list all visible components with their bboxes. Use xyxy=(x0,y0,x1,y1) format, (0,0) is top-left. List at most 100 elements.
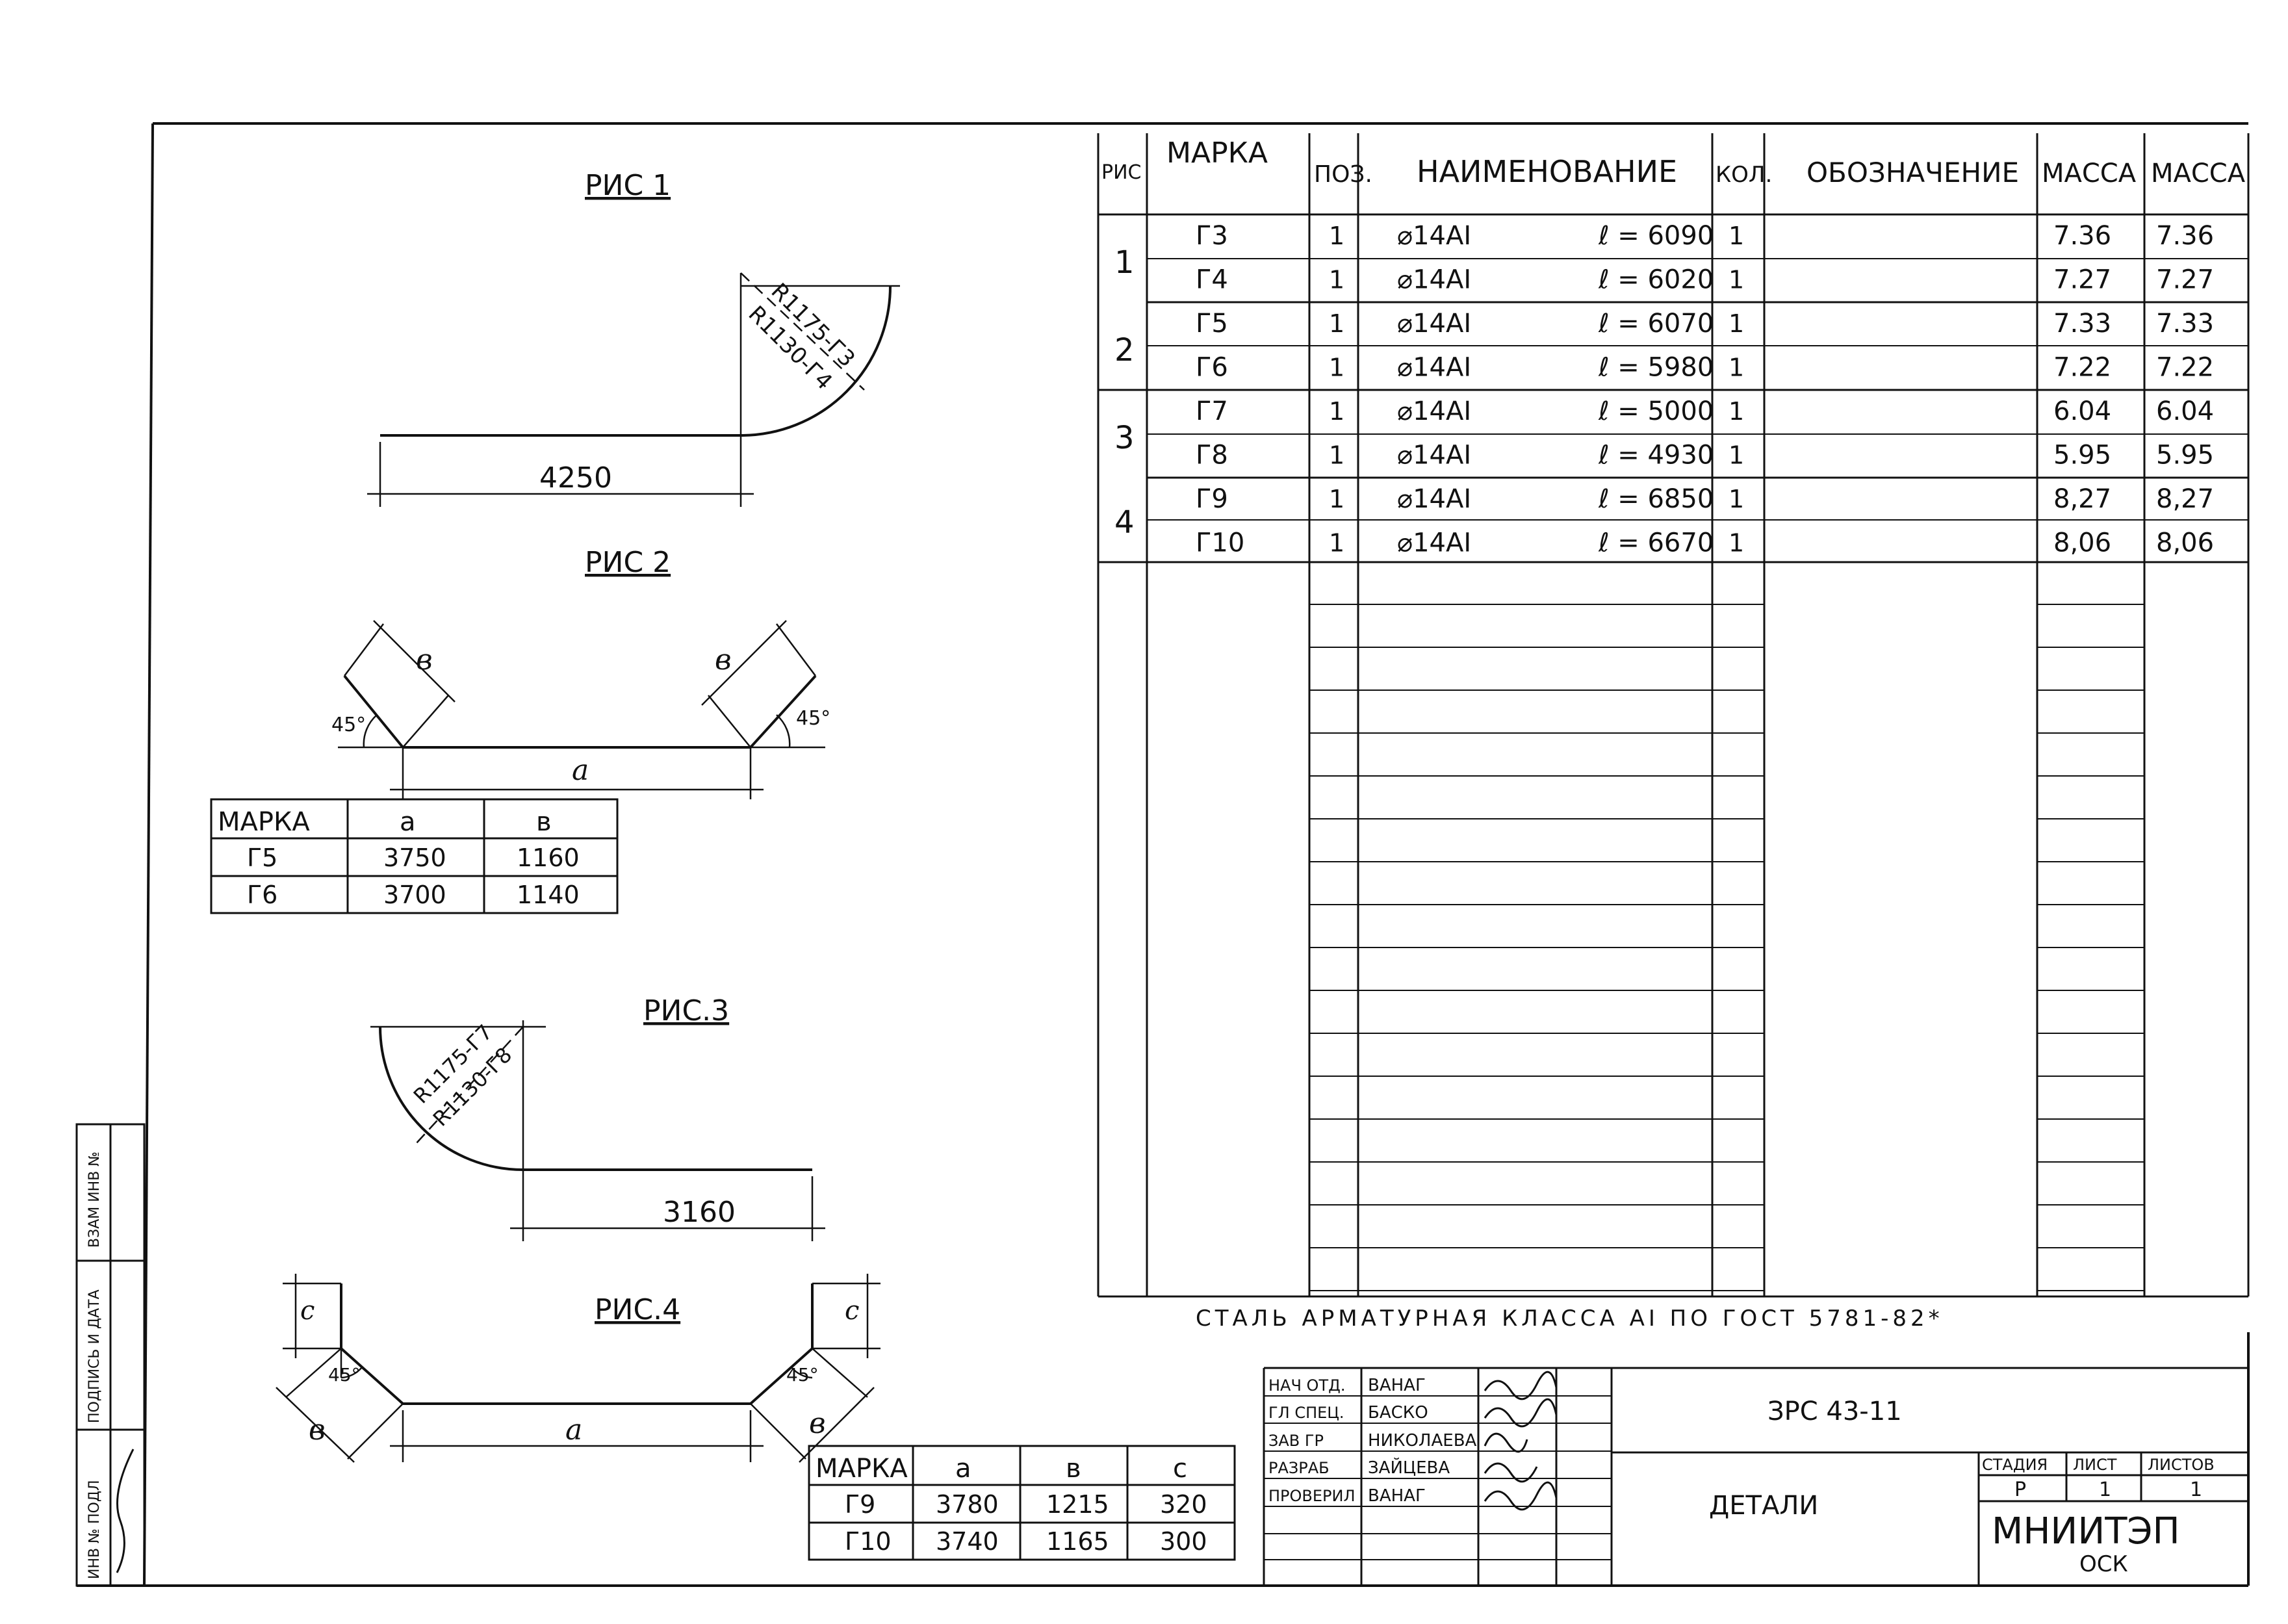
spec-cell-length: ℓ = 6670 xyxy=(1598,528,1714,558)
spec-cell-pos: 1 xyxy=(1329,441,1344,469)
spec-table-grid xyxy=(1097,133,2250,1298)
spec-cell-length: ℓ = 5980 xyxy=(1598,352,1714,382)
tb-sheets: 1 xyxy=(2190,1478,2202,1501)
spec-cell-marka: Г6 xyxy=(1196,352,1228,382)
spec-cell-mass1: 7.27 xyxy=(2053,264,2111,294)
spec-cell-marka: Г9 xyxy=(1196,484,1228,514)
spec-cell-marka: Г8 xyxy=(1196,440,1228,470)
fig4-r1-b: 1215 xyxy=(1046,1490,1109,1519)
side-stamp-vzam: ВЗАМ ИНВ № xyxy=(86,1152,103,1248)
fig4-title: РИС.4 xyxy=(595,1293,680,1326)
spec-cell-mass2: 5.95 xyxy=(2156,440,2214,470)
spec-cell-mass2: 7.36 xyxy=(2156,221,2214,251)
spec-table-minor-rules xyxy=(1147,258,2248,521)
fig4-r2-a: 3740 xyxy=(936,1527,999,1556)
fig2-rebar xyxy=(343,675,817,749)
sheet-frame xyxy=(77,122,2250,1587)
spec-cell-mass2: 8,27 xyxy=(2156,484,2214,514)
spec-cell-mass1: 8,06 xyxy=(2053,528,2111,558)
spec-table-blank-rows xyxy=(1309,604,2144,1291)
fig4-label-b-left: в xyxy=(309,1413,326,1447)
fig4-th-a: a xyxy=(955,1454,971,1484)
fig1-dimensions xyxy=(367,272,900,507)
fig4-table xyxy=(808,1445,1236,1561)
fig4-r1-marka: Г9 xyxy=(845,1490,875,1519)
tb-name-5: ВАНАГ xyxy=(1368,1486,1426,1506)
spec-th-name: НАИМЕНОВАНИЕ xyxy=(1417,154,1677,189)
fig2-r2-b: 1140 xyxy=(517,881,580,909)
tb-stage-label: СТАДИЯ xyxy=(1982,1456,2048,1474)
spec-cell-name: ⌀14АI xyxy=(1397,528,1471,558)
spec-cell-mass1: 8,27 xyxy=(2053,484,2111,514)
spec-cell-marka: Г5 xyxy=(1196,309,1228,339)
spec-note: СТАЛЬ АРМАТУРНАЯ КЛАССА АI ПО ГОСТ 5781-… xyxy=(1196,1306,1944,1332)
fig3-title: РИС.3 xyxy=(643,994,729,1027)
tb-signatures xyxy=(1484,1371,1558,1511)
fig2-r1-b: 1160 xyxy=(517,844,580,872)
spec-cell-mass1: 6.04 xyxy=(2053,396,2111,426)
spec-cell-marka: Г3 xyxy=(1196,221,1228,251)
fig4-r2-marka: Г10 xyxy=(845,1527,892,1556)
tb-sheet-label: ЛИСТ xyxy=(2073,1456,2117,1474)
fig2-r2-a: 3700 xyxy=(383,881,446,909)
fig4-dimensions xyxy=(276,1274,880,1463)
tb-name-3: НИКОЛАЕВА xyxy=(1368,1431,1477,1450)
spec-cell-name: ⌀14АI xyxy=(1397,484,1471,514)
tb-name-1: ВАНАГ xyxy=(1368,1376,1426,1395)
spec-cell-qty: 1 xyxy=(1729,353,1744,381)
fig2-label-a: a xyxy=(572,754,589,787)
fig4-label-b-right: в xyxy=(809,1407,826,1440)
tb-name-2: БАСКО xyxy=(1368,1403,1428,1423)
fig2-label-b-right: в xyxy=(715,643,732,677)
spec-group-2: 2 xyxy=(1114,332,1135,368)
spec-cell-mass2: 7.33 xyxy=(2156,309,2214,339)
spec-cell-length: ℓ = 6850 xyxy=(1598,484,1714,514)
fig2-dimensions xyxy=(338,620,825,799)
tb-sheets-label: ЛИСТОВ xyxy=(2148,1456,2215,1474)
fig4-th-marka: МАРКА xyxy=(816,1454,908,1484)
tb-role-3: ЗАВ ГР xyxy=(1268,1432,1324,1450)
fig4-r1-a: 3780 xyxy=(936,1490,999,1519)
spec-group-4: 4 xyxy=(1114,504,1135,541)
fig4-label-c-left: c xyxy=(300,1296,315,1326)
spec-cell-mass2: 6.04 xyxy=(2156,396,2214,426)
tb-stage: Р xyxy=(2014,1478,2026,1501)
title-block-grid xyxy=(1263,1367,2248,1586)
spec-cell-name: ⌀14АI xyxy=(1397,264,1471,294)
fig4-label-c-right: c xyxy=(845,1296,859,1326)
fig3-dimensions xyxy=(370,1020,825,1241)
fig4-rebar xyxy=(340,1283,814,1405)
spec-th-mass1: МАССА xyxy=(2042,159,2137,188)
spec-cell-marka: Г4 xyxy=(1196,264,1228,294)
tb-role-5: ПРОВЕРИЛ xyxy=(1268,1487,1356,1505)
spec-cell-length: ℓ = 6070 xyxy=(1598,309,1714,339)
spec-cell-pos: 1 xyxy=(1329,265,1344,294)
spec-cell-pos: 1 xyxy=(1329,309,1344,338)
spec-cell-qty: 1 xyxy=(1729,309,1744,338)
fig4-th-b: в xyxy=(1066,1454,1081,1484)
side-stamp-podpis: ПОДПИСЬ И ДАТА xyxy=(86,1289,103,1423)
spec-cell-pos: 1 xyxy=(1329,397,1344,426)
fig3-rebar xyxy=(379,1026,812,1171)
fig2-r1-marka: Г5 xyxy=(247,844,277,872)
spec-cell-name: ⌀14АI xyxy=(1397,396,1471,426)
spec-cell-name: ⌀14АI xyxy=(1397,309,1471,339)
fig2-th-b: в xyxy=(536,807,552,837)
fig2-th-marka: МАРКА xyxy=(218,807,310,837)
spec-cell-mass2: 8,06 xyxy=(2156,528,2214,558)
tb-name-4: ЗАЙЦЕВА xyxy=(1368,1457,1450,1478)
spec-cell-pos: 1 xyxy=(1329,222,1344,250)
spec-cell-qty: 1 xyxy=(1729,528,1744,557)
fig2-label-b-left: в xyxy=(416,643,433,677)
tb-code: ЗРС 43-11 xyxy=(1767,1397,1902,1426)
spec-group-1: 1 xyxy=(1114,244,1135,281)
spec-th-qty: КОЛ. xyxy=(1716,162,1772,188)
spec-cell-mass1: 7.22 xyxy=(2053,352,2111,382)
spec-cell-qty: 1 xyxy=(1729,265,1744,294)
fig4-angle-left: 45° xyxy=(328,1364,361,1386)
fig2-table xyxy=(210,798,619,914)
fig2-angle-right: 45° xyxy=(796,707,830,730)
spec-cell-length: ℓ = 5000 xyxy=(1598,396,1714,426)
spec-th-designation: ОБОЗНАЧЕНИЕ xyxy=(1806,157,2019,188)
